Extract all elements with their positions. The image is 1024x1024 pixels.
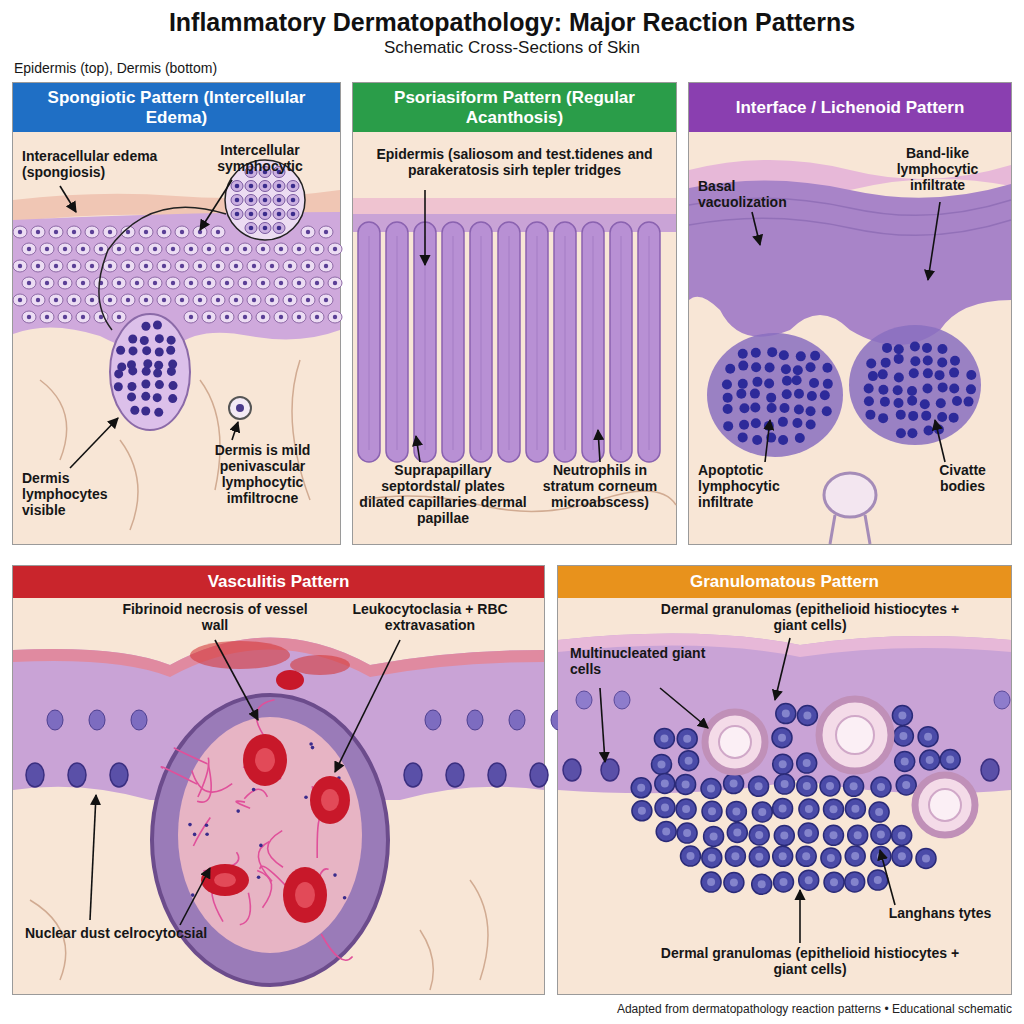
caption: Adapted from dermatopathology reaction p… (560, 1002, 1012, 1016)
callout-label: Neutrophils in stratum corneum microabsc… (530, 462, 670, 510)
panel-heading: Granulomatous Pattern (690, 572, 879, 592)
panel-header: Psoriasiform Pattern (Regular Acanthosis… (353, 83, 676, 133)
callout-label: Dermal granulomas (epithelioid histiocyt… (650, 601, 970, 633)
callout-label: Epidermis (top), Dermis (bottom) (14, 60, 414, 76)
panel-heading: Psoriasiform Pattern (Regular Acanthosis… (361, 88, 668, 127)
callout-label: Intercellular symphocytic (190, 142, 330, 174)
panel-header: Interface / Lichenoid Pattern (689, 83, 1011, 133)
callout-label: Nuclear dust celrocytocsial (25, 925, 225, 941)
callout-label: Langhans tytes (880, 905, 1000, 921)
panel-heading: Vasculitis Pattern (208, 572, 350, 592)
callout-label: Fibrinoid necrosis of vessel wall (120, 601, 310, 633)
panel-heading: Interface / Lichenoid Pattern (736, 98, 965, 118)
callout-label: Interacellular edema (spongiosis) (22, 148, 162, 180)
diagram-title: Inflammatory Dermatopathology: Major Rea… (0, 8, 1024, 37)
panel-heading: Spongiotic Pattern (Intercellular Edema) (21, 88, 332, 127)
callout-label: Band-like lymphocytic infiltrate (870, 145, 1005, 193)
callout-label: Leukocytoclasia + RBC extravasation (330, 601, 530, 633)
callout-label: Civatte bodies (920, 462, 1005, 494)
panel-header: Spongiotic Pattern (Intercellular Edema) (13, 83, 340, 133)
callout-label: Basal vacuolization (698, 178, 818, 210)
callout-label: Apoptotic lymphocytic infiltrate (698, 462, 833, 510)
callout-label: Epidermis (saliosom and test.tidenes and… (362, 146, 667, 178)
callout-label: Dermis lymphocytes visible (22, 470, 142, 518)
callout-label: Suprapapillary septordstal/ plates dilat… (358, 462, 528, 526)
callout-label: Dermal granulomas (epithelioid histiocyt… (650, 945, 970, 977)
callout-label: Multinucleated giant cells (570, 645, 720, 677)
panel-header: Vasculitis Pattern (13, 566, 544, 598)
callout-label: Dermis is mild penivascular lymphocytic … (190, 442, 335, 506)
subtitle: Schematic Cross-Sections of Skin (0, 38, 1024, 58)
panel-header: Granulomatous Pattern (558, 566, 1011, 598)
